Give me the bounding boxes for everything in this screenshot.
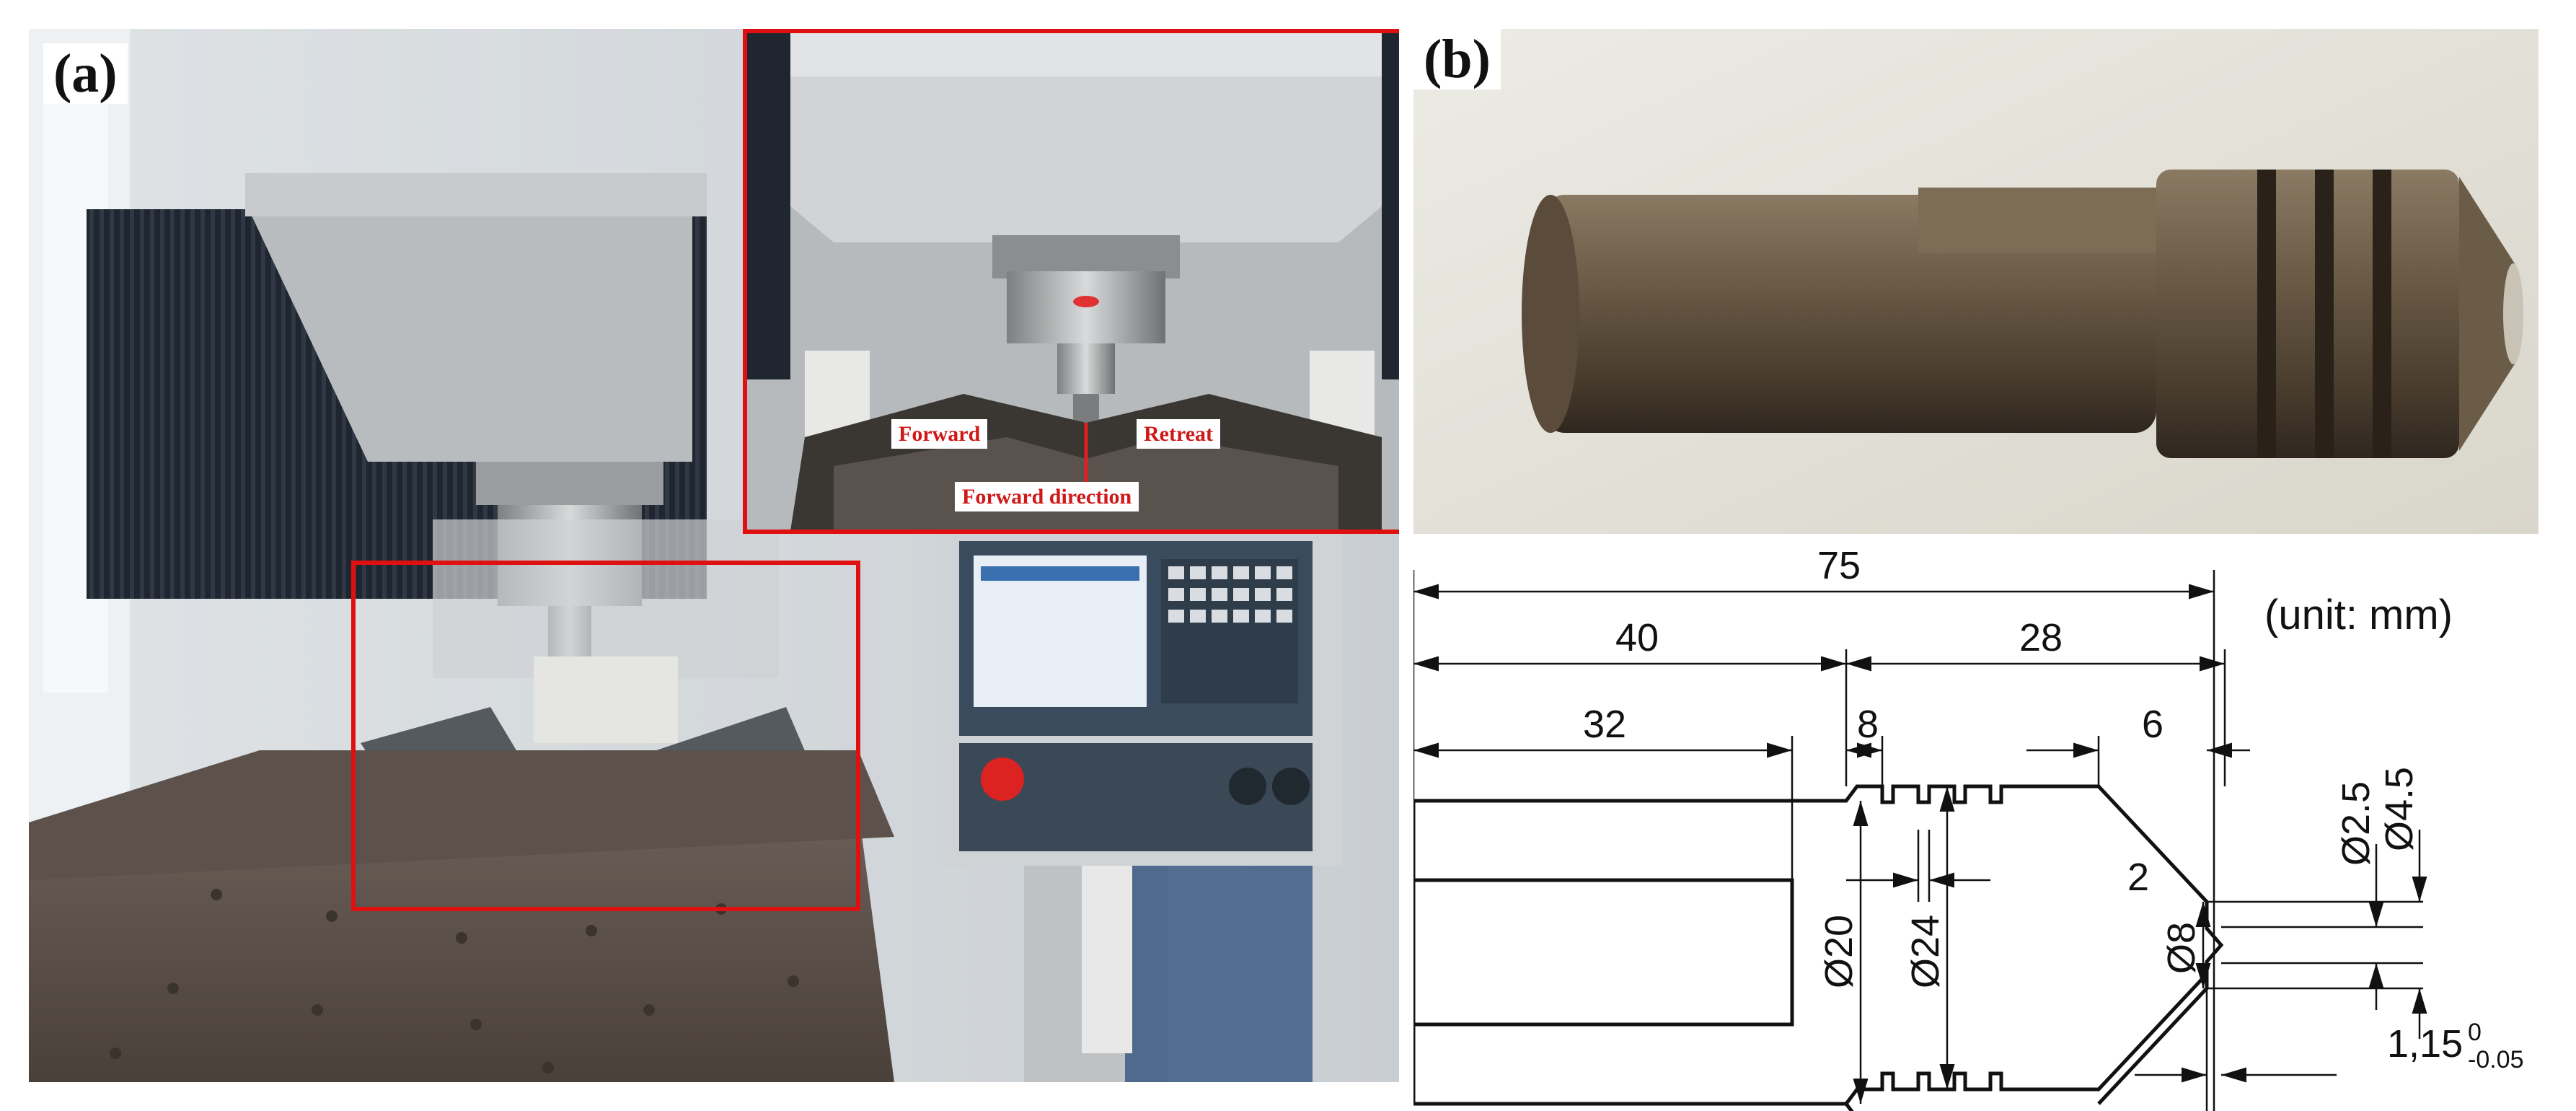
dimension-lines <box>1413 570 2427 1111</box>
panel-a-photo: (a) Forward Retreat Forward direction <box>29 29 1399 1082</box>
dia-4-5: Ø4.5 <box>2378 767 2421 851</box>
dia-2-5: Ø2.5 <box>2334 781 2378 866</box>
inset-illustration <box>747 33 1399 530</box>
dim-28: 28 <box>2019 616 2063 659</box>
label-retreat: Retreat <box>1137 419 1221 449</box>
dim-total-75: 75 <box>1817 544 1861 587</box>
tolerance-upper: 0 <box>2468 1019 2482 1046</box>
dia-24: Ø24 <box>1904 915 1947 988</box>
dim-6: 6 <box>2142 703 2163 746</box>
unit-label: (unit: mm) <box>2264 592 2453 638</box>
emergency-stop <box>981 758 1024 801</box>
label-forward-direction: Forward direction <box>955 482 1139 511</box>
dim-32: 32 <box>1583 703 1626 746</box>
control-keypad <box>1161 559 1298 703</box>
tool-head <box>2156 170 2459 458</box>
engineering-drawing: 75 (unit: mm) 40 28 32 8 6 2 Ø20 Ø24 Ø8 … <box>1413 541 2567 1111</box>
panel-b-label: (b) <box>1413 29 1501 89</box>
dim-40: 40 <box>1615 616 1659 659</box>
dia-20: Ø20 <box>1817 915 1861 988</box>
tolerance-base: 1,15 <box>2387 1022 2463 1066</box>
table-bolt-holes <box>110 889 799 1073</box>
inset-closeup: Forward Retreat Forward direction <box>743 29 1399 534</box>
label-forward: Forward <box>891 419 988 449</box>
tool-grooves <box>2257 170 2391 458</box>
machine-head <box>245 202 692 462</box>
control-dial <box>1229 768 1266 805</box>
tool-photo-illustration <box>1413 29 2538 534</box>
tool-shank <box>1543 195 2156 433</box>
highlight-box <box>351 561 860 911</box>
dia-8: Ø8 <box>2160 922 2203 974</box>
drawing-svg: 75 (unit: mm) 40 28 32 8 6 2 Ø20 Ø24 Ø8 … <box>1413 544 2524 1111</box>
dim-2: 2 <box>2127 856 2149 899</box>
tool-tip <box>2459 177 2517 451</box>
panel-b-photo: (b) <box>1413 29 2538 534</box>
dim-8: 8 <box>1857 703 1879 746</box>
panel-a-label: (a) <box>43 43 128 104</box>
tolerance-lower: -0.05 <box>2468 1046 2524 1073</box>
